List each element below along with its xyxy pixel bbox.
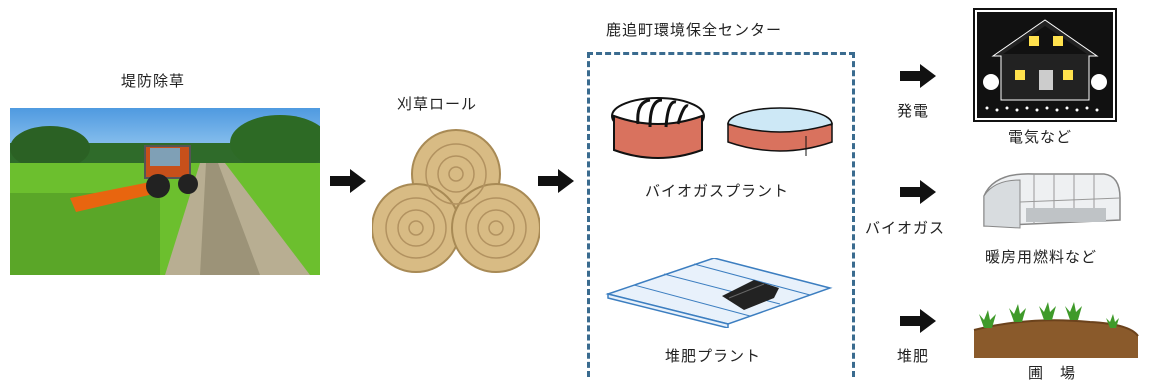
output-label-biogas: バイオガス — [865, 219, 946, 237]
house-electricity-icon — [973, 8, 1117, 122]
arrow-right-icon — [538, 169, 574, 193]
arrow-right-icon — [900, 180, 936, 204]
center-title: 鹿追町環境保全センター — [606, 21, 783, 39]
compost-plant-label: 堆肥プラント — [665, 347, 762, 365]
output-result-heating: 暖房用燃料など — [985, 248, 1098, 266]
farm-field-icon — [973, 302, 1139, 358]
tractor-mowing-photo — [10, 108, 320, 275]
output-result-field: 圃 場 — [1028, 364, 1077, 382]
compost-plant-icon — [605, 258, 833, 328]
arrow-right-icon — [900, 64, 936, 88]
greenhouse-icon — [983, 173, 1121, 229]
center-dashed-box — [587, 52, 855, 377]
arrow-right-icon — [330, 169, 366, 193]
output-result-electricity: 電気など — [1008, 128, 1073, 146]
hay-bales-icon — [372, 129, 540, 273]
output-label-power: 発電 — [897, 102, 930, 120]
rolls-title: 刈草ロール — [397, 95, 478, 113]
arrow-right-icon — [900, 309, 936, 333]
biogas-tank-icon — [611, 97, 833, 159]
output-label-compost: 堆肥 — [897, 347, 930, 365]
biogas-plant-label: バイオガスプラント — [645, 182, 790, 200]
source-title: 堤防除草 — [121, 72, 186, 90]
